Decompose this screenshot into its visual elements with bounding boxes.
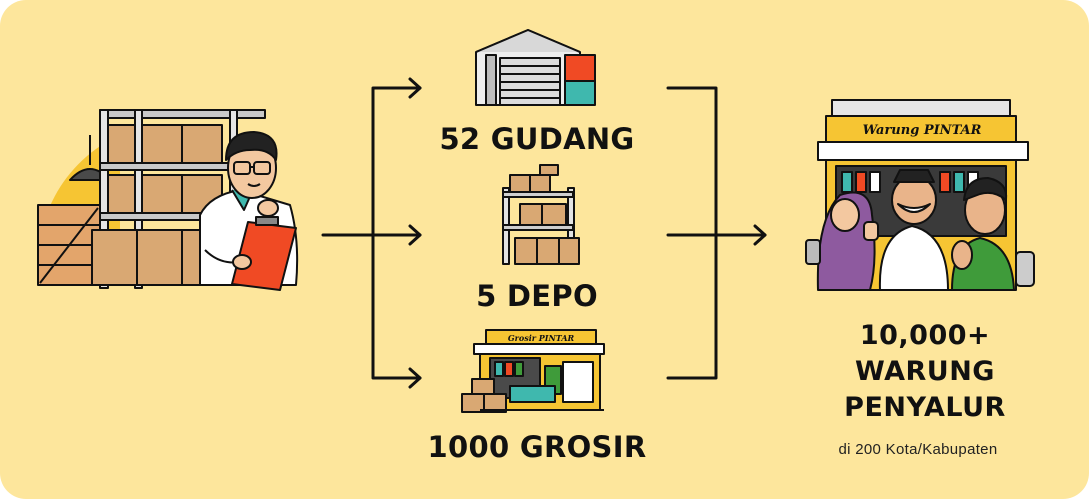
target-count: 10,000+ xyxy=(859,320,991,351)
warung-pintar-store-icon xyxy=(805,99,1035,291)
node-label-depo: 5 DEPO xyxy=(476,279,598,313)
depot-shelf-icon xyxy=(502,164,580,265)
node-label-grosir: 1000 GROSIR xyxy=(427,430,647,464)
target-label: 10,000+ WARUNG PENYALUR xyxy=(805,318,1045,426)
warung-sign-text: Warung PINTAR xyxy=(863,123,982,138)
grosir-sign-text: Grosir PINTAR xyxy=(508,333,575,343)
target-title-line-1: WARUNG xyxy=(855,356,995,387)
target-subtitle: di 200 Kota/Kabupaten xyxy=(838,441,998,458)
warehouse-worker-icon xyxy=(37,109,299,291)
node-label-gudang: 52 GUDANG xyxy=(439,122,635,156)
warehouse-icon xyxy=(475,29,596,106)
connector-lines xyxy=(321,77,767,389)
target-title-line-2: PENYALUR xyxy=(844,392,1006,423)
grosir-store-icon xyxy=(461,329,605,413)
